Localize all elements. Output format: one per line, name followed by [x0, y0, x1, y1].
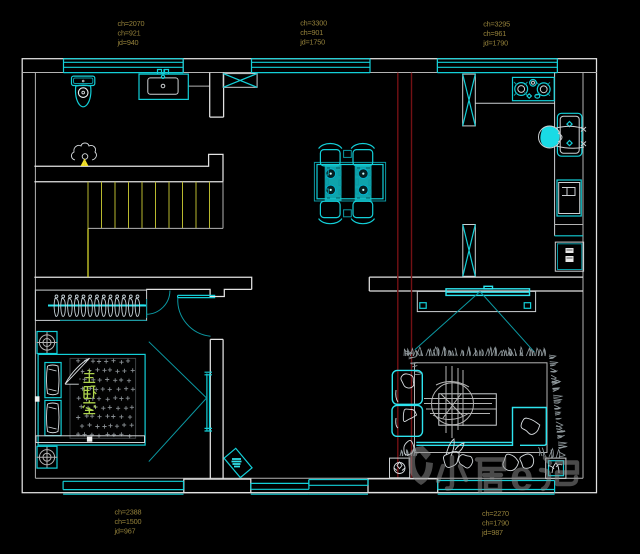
svg-text:jd=1750: jd=1750	[299, 38, 325, 47]
svg-text:ch=1790: ch=1790	[482, 519, 509, 528]
svg-text:jd=1790: jd=1790	[482, 39, 508, 48]
svg-text:ch=3295: ch=3295	[483, 20, 510, 29]
svg-text:ch=961: ch=961	[483, 29, 506, 38]
svg-text:ch=901: ch=901	[300, 28, 323, 37]
svg-text:ch=2070: ch=2070	[118, 19, 145, 28]
svg-text:ch=2270: ch=2270	[482, 509, 509, 518]
svg-text:ch=2388: ch=2388	[115, 508, 142, 517]
svg-text:jd=987: jd=987	[481, 528, 503, 537]
svg-text:ch=3300: ch=3300	[300, 19, 327, 28]
svg-text:e: e	[510, 452, 533, 499]
svg-text:jd=967: jd=967	[114, 527, 136, 536]
svg-text:ch=921: ch=921	[118, 29, 141, 38]
svg-text:ch=1500: ch=1500	[115, 517, 142, 526]
svg-text:jd=940: jd=940	[117, 38, 139, 47]
